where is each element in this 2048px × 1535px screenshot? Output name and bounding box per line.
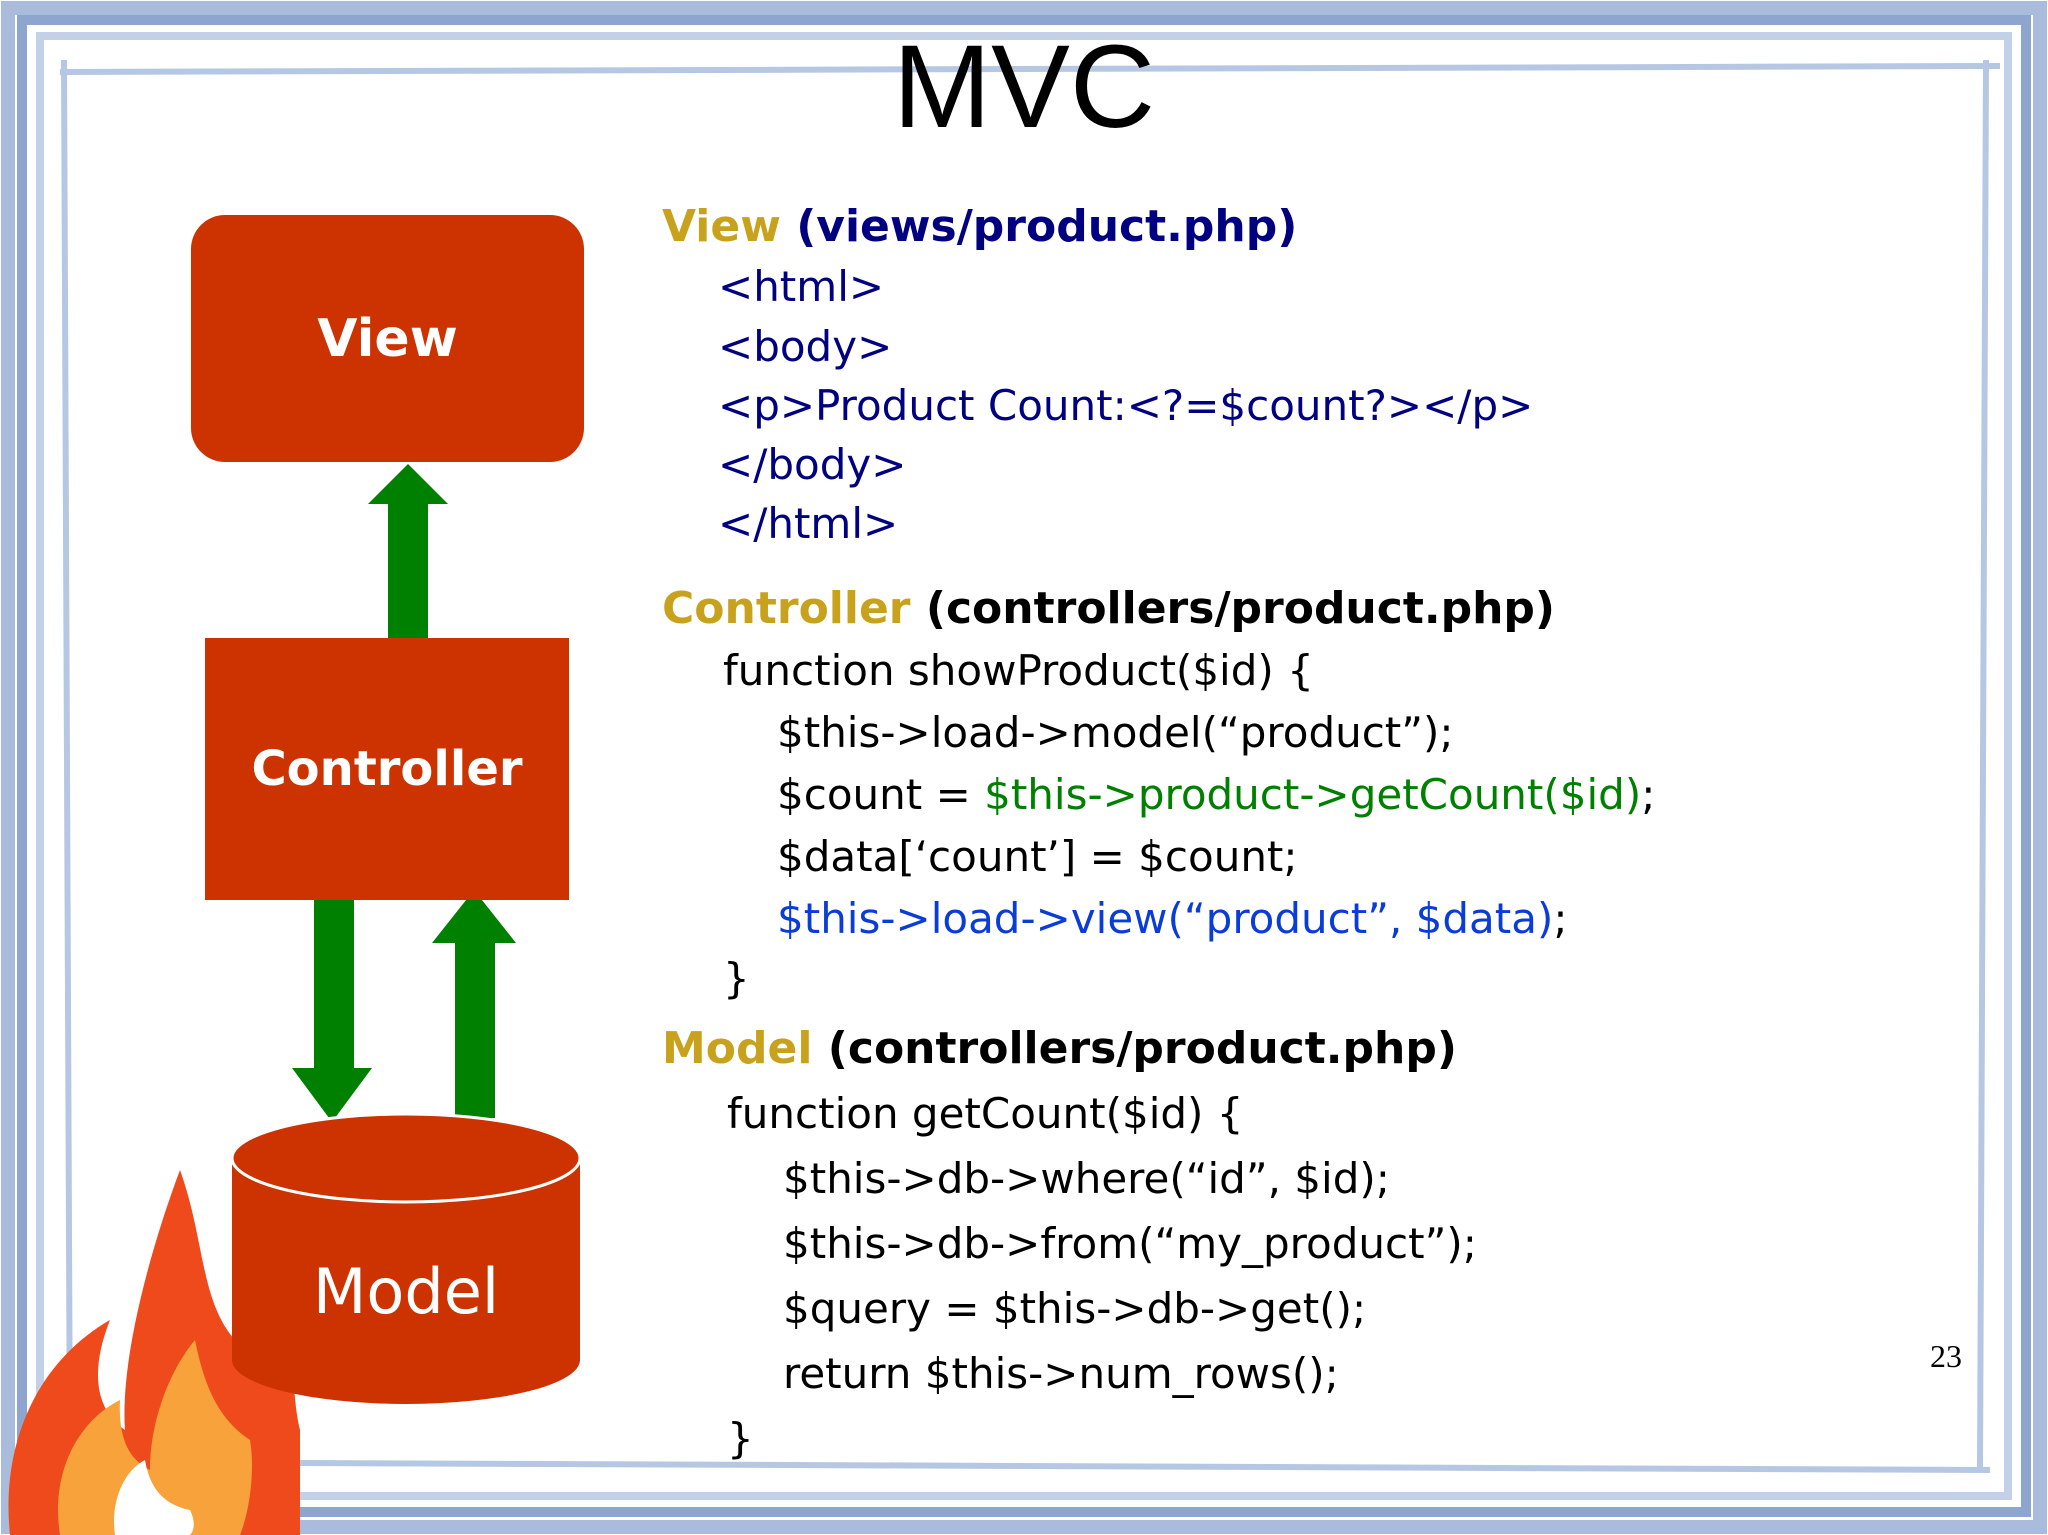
arrow-model-to-controller [432,890,516,1118]
view-heading-label: View [662,201,781,252]
view-code-line-4: </body> [718,440,907,489]
model-cylinder [230,1112,582,1404]
arrow-controller-to-view [368,464,448,638]
controller-box: Controller [205,638,569,900]
controller-code-line-2: $this->load->model(“product”); [777,708,1454,757]
model-heading: Model (controllers/product.php) [662,1027,1457,1071]
controller-heading-label: Controller [662,583,911,634]
model-heading-label: Model [662,1023,813,1074]
model-code-line-4: $query = $this->db->get(); [783,1284,1367,1333]
model-box-label: Model [312,1255,500,1328]
page-number: 23 [1930,1338,1962,1374]
model-heading-path: (controllers/product.php) [827,1023,1457,1074]
model-code-line-3: $this->db->from(“my_product”); [783,1219,1477,1268]
controller-heading-path: (controllers/product.php) [925,583,1556,634]
view-code-line-1: <html> [718,262,885,311]
model-code-line-6: } [727,1414,754,1463]
model-code-line-5: return $this->num_rows(); [783,1349,1339,1398]
controller-code-line-3-end: ; [1641,770,1656,819]
slide-title: MVC [892,21,1156,153]
arrow-controller-to-model [292,895,372,1122]
controller-code-line-5: $this->load->view(“product”, $data); [777,898,1568,940]
view-heading: View (views/product.php) [662,205,1297,249]
controller-heading: Controller (controllers/product.php) [662,587,1555,631]
flame-logo [8,1170,301,1535]
model-code-line-1: function getCount($id) { [727,1089,1244,1138]
controller-code-line-1: function showProduct($id) { [723,646,1314,695]
view-code-line-3: <p>Product Count:<?=$count?></p> [718,381,1534,430]
view-code-line-5: </html> [718,499,899,548]
controller-code-line-4: $data[‘count’] = $count; [777,832,1298,881]
controller-code-line-5-end: ; [1553,894,1568,943]
view-box-label: View [317,308,458,369]
view-heading-path: (views/product.php) [796,201,1298,252]
controller-code-line-6: } [723,954,750,1003]
controller-code-line-5-call: $this->load->view(“product”, $data) [777,894,1554,943]
controller-code-line-3-call: $this->product->getCount($id) [984,770,1642,819]
controller-code-line-3: $count = $this->product->getCount($id); [777,774,1655,816]
view-code-line-2: <body> [718,322,893,371]
controller-box-label: Controller [251,741,523,797]
controller-code-line-3-prefix: $count = [777,770,985,819]
view-box: View [191,215,584,462]
model-code-line-2: $this->db->where(“id”, $id); [783,1154,1390,1203]
